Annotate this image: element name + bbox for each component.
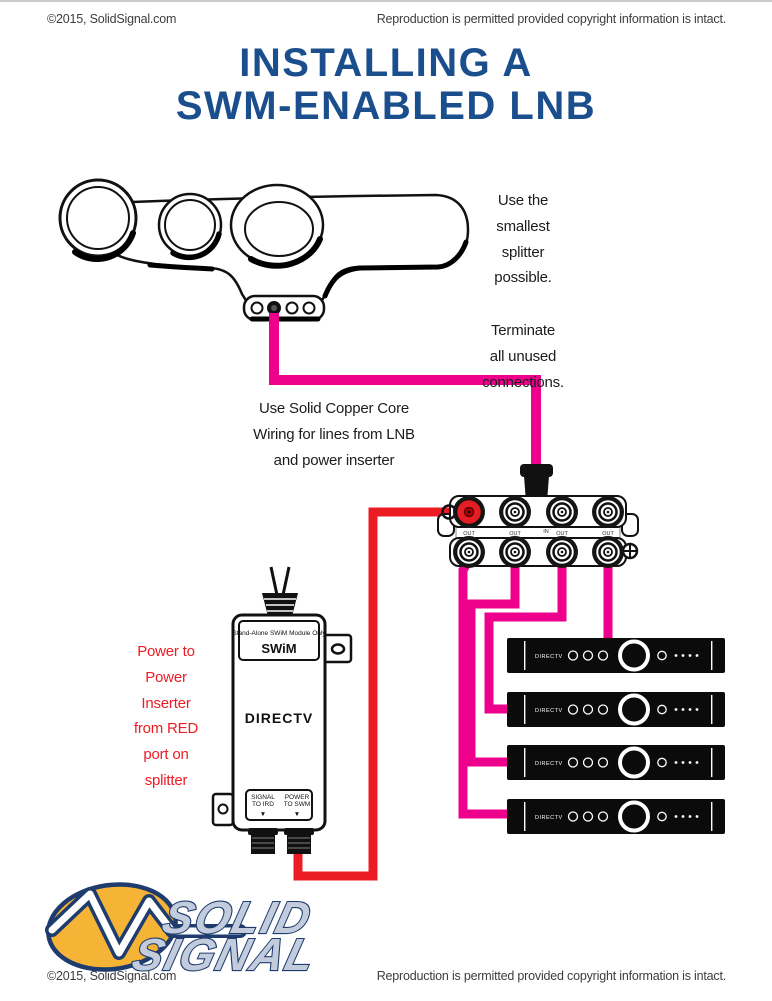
lnb-lens-1	[58, 178, 138, 258]
receiver-brand: DIRECTV	[535, 761, 563, 767]
lnb-output-connector	[267, 301, 281, 315]
page-title: INSTALLING A SWM-ENABLED LNB	[0, 41, 772, 129]
receiver-brand: DIRECTV	[535, 654, 563, 660]
receiver-dial	[618, 800, 650, 833]
down-arrow-icon: ▼	[294, 811, 300, 818]
swim-label-box	[238, 620, 320, 661]
splitter-port-bottom-1	[451, 534, 487, 570]
signal-to-ird-connector	[248, 828, 278, 854]
splitter-port-bottom-3	[544, 534, 580, 570]
note-smallest-splitter: Use the smallest splitter possible.	[494, 192, 552, 287]
receiver-dial	[618, 746, 650, 779]
port-label-box	[245, 789, 313, 821]
splitter-port-bottom-2	[497, 534, 533, 570]
note-terminate-unused: Terminate all unused connections.	[482, 322, 564, 391]
title-line-1: INSTALLING A	[239, 41, 533, 85]
splitter-label-in: IN	[543, 529, 549, 535]
splitter-port-red	[452, 495, 486, 529]
ac-plug-prongs	[269, 566, 291, 596]
splitter-label-out-2: OUT	[509, 531, 521, 537]
splitter-label-out-3: OUT	[556, 531, 568, 537]
ground-screw-icon	[621, 542, 639, 560]
receiver-3: DIRECTV	[507, 745, 725, 780]
splitter: OUT OUT IN OUT OUT OUT OUT OUT OUT	[437, 494, 639, 570]
splitter-label-out-1: OUT	[463, 531, 475, 537]
note-power-red-port: Power to Power Inserter from RED port on…	[133, 643, 199, 789]
receivers: DIRECTV DIRECTV	[507, 638, 725, 834]
header-copyright: ©2015, SolidSignal.com	[47, 12, 177, 26]
splitter-port-top-4	[590, 494, 626, 530]
power-to-swm-connector	[284, 828, 314, 854]
swim-label-line1: Stand-Alone SWiM Module Only	[232, 630, 326, 637]
footer-copyright: ©2015, SolidSignal.com	[47, 969, 177, 983]
power-to-swm-line2: TO SWM	[284, 801, 311, 808]
cable-out-3	[484, 548, 567, 714]
power-inserter: Stand-Alone SWiM Module Only SWiM DIRECT…	[211, 566, 353, 854]
cable-red-power	[293, 507, 462, 881]
note-solid-copper: Use Solid Copper Core Wiring for lines f…	[253, 400, 415, 469]
receiver-dial	[618, 639, 650, 672]
logo-word-signal: SIGNAL	[128, 930, 323, 980]
title-line-2: SWM-ENABLED LNB	[175, 84, 597, 129]
logo-word-solid: SOLID	[158, 893, 318, 943]
splitter-label-out-4: OUT	[602, 531, 614, 537]
power-inserter-brand: DIRECTV	[245, 710, 313, 726]
receiver-dial	[618, 693, 650, 726]
splitter-port-top-3	[544, 494, 580, 530]
receiver-brand: DIRECTV	[535, 708, 563, 714]
cable-lnb-to-splitter	[269, 313, 541, 468]
solidsignal-logo: SOLID SIGNAL	[45, 882, 323, 981]
down-arrow-icon: ▼	[260, 811, 266, 818]
receiver-1: DIRECTV	[507, 638, 725, 673]
footer: ©2015, SolidSignal.com Reproduction is p…	[47, 969, 726, 983]
lnb-drawing	[58, 178, 470, 322]
splitter-port-bottom-4	[590, 534, 626, 570]
receiver-2: DIRECTV	[507, 692, 725, 727]
splitter-port-top-2	[497, 494, 533, 530]
receiver-brand: DIRECTV	[535, 815, 563, 821]
power-inserter-body	[231, 613, 327, 832]
header-reproduction-note: Reproduction is permitted provided copyr…	[376, 12, 726, 26]
header: ©2015, SolidSignal.com Reproduction is p…	[47, 12, 726, 26]
cable-out-2	[466, 548, 520, 767]
power-to-swm-line1: POWER	[285, 794, 310, 801]
signal-to-ird-line2: TO IRD	[252, 801, 274, 808]
signal-to-ird-line1: SIGNAL	[251, 794, 275, 801]
swim-label-line2: SWiM	[261, 641, 296, 656]
receiver-4: DIRECTV	[507, 799, 725, 834]
footer-reproduction-note: Reproduction is permitted provided copyr…	[376, 969, 726, 983]
